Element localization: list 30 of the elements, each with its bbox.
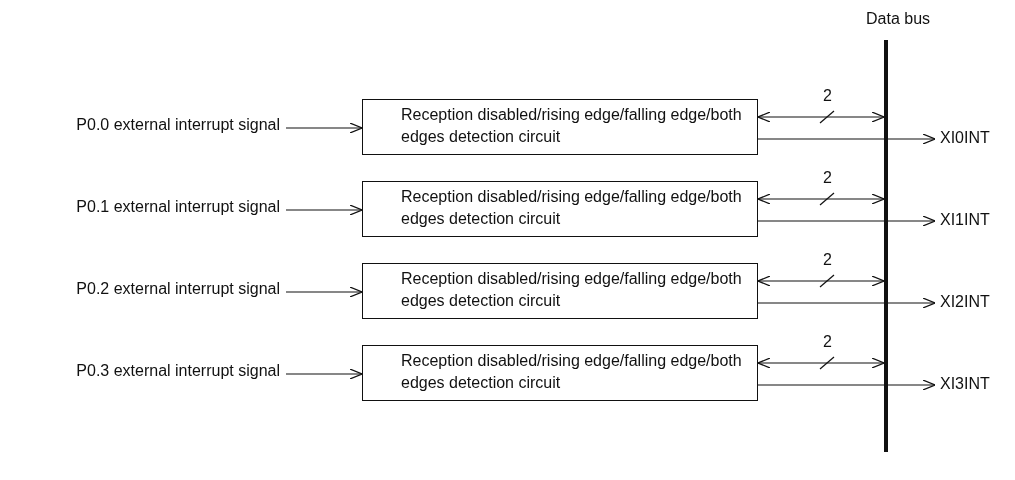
arrow: [285, 368, 363, 380]
arrow: [757, 297, 936, 309]
bidirectional-arrow: [757, 275, 885, 287]
bidirectional-arrow: [757, 357, 885, 369]
input-signal-label: P0.0 external interrupt signal: [0, 116, 280, 138]
arrow: [757, 379, 936, 391]
data-bus-bar: [884, 40, 888, 452]
output-signal-label: XI3INT: [940, 375, 1010, 395]
arrow: [285, 204, 363, 216]
detection-circuit-box: Reception disabled/rising edge/falling edge/both edges detection circuit: [362, 181, 758, 237]
edge-label: 2: [823, 169, 832, 187]
bus-name-label: Data bus: [866, 10, 931, 28]
output-signal-label: XI0INT: [940, 129, 1010, 149]
input-signal-label: P0.1 external interrupt signal: [0, 198, 280, 220]
arrow: [757, 133, 936, 145]
bidirectional-arrow: [757, 111, 885, 123]
input-signal-label: P0.2 external interrupt signal: [0, 280, 280, 302]
detection-circuit-box: Reception disabled/rising edge/falling edge/both edges detection circuit: [362, 99, 758, 155]
detection-circuit-box: Reception disabled/rising edge/falling edge/both edges detection circuit: [362, 345, 758, 401]
edge-label: 2: [823, 87, 832, 105]
edge-label: 2: [823, 251, 832, 269]
bidirectional-arrow: [757, 193, 885, 205]
output-signal-label: XI1INT: [940, 211, 1010, 231]
input-signal-label: P0.3 external interrupt signal: [0, 362, 280, 384]
detection-circuit-box: Reception disabled/rising edge/falling edge/both edges detection circuit: [362, 263, 758, 319]
arrow: [285, 286, 363, 298]
arrow: [757, 215, 936, 227]
output-signal-label: XI2INT: [940, 293, 1010, 313]
edge-label: 2: [823, 333, 832, 351]
arrow: [285, 122, 363, 134]
